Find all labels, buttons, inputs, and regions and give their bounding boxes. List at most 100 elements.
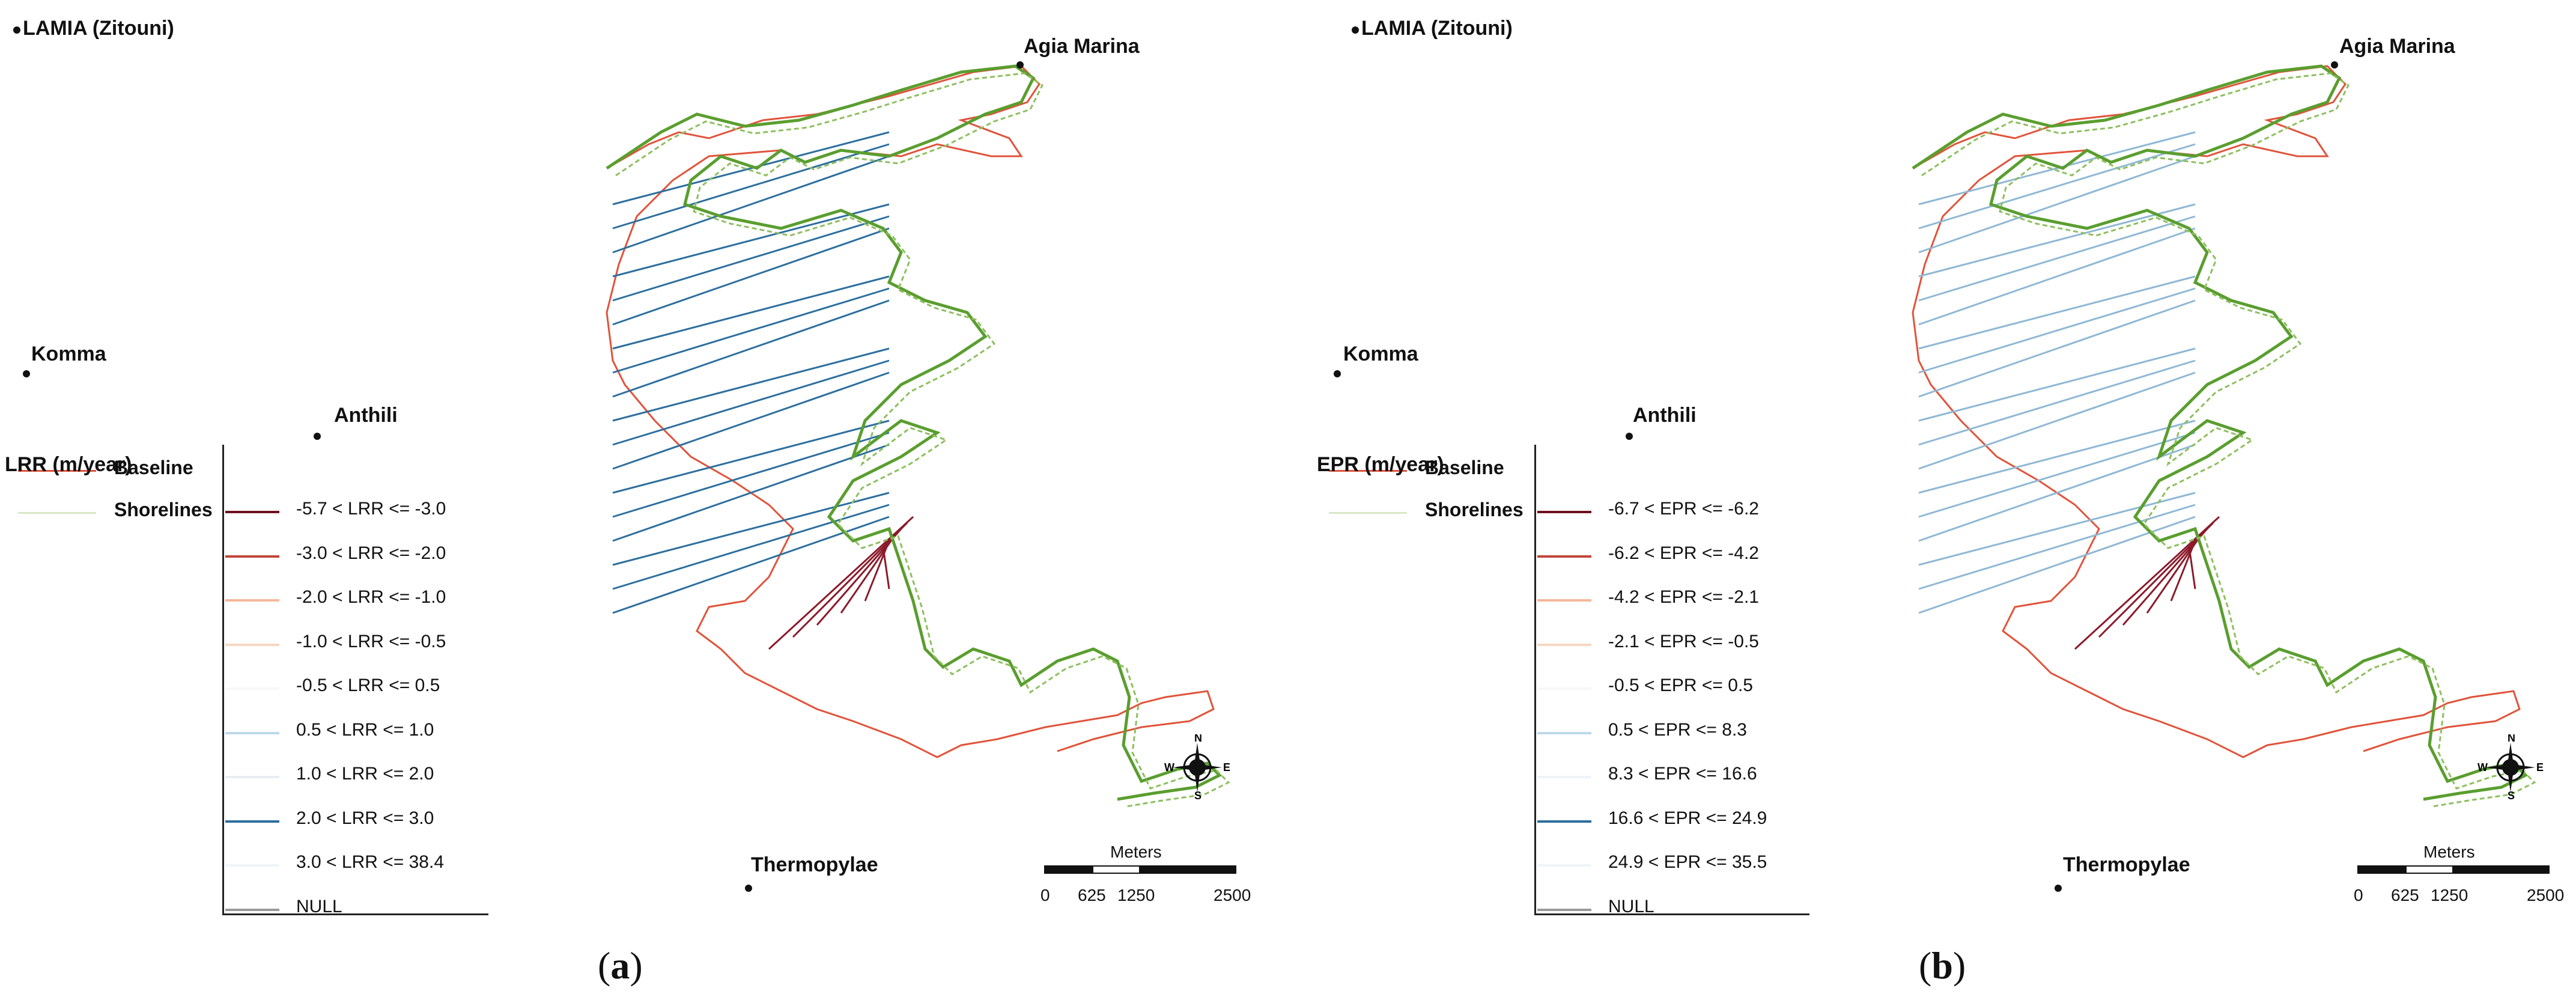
legend-class-label: -0.5 < LRR <= 0.5 bbox=[296, 675, 440, 695]
legend-class-swatch bbox=[225, 864, 279, 867]
place-label-agia-marina: Agia Marina bbox=[2339, 35, 2455, 58]
place-marker-thermopylae bbox=[745, 885, 752, 892]
shoreline-line bbox=[615, 72, 1230, 808]
shoreline-line bbox=[1921, 72, 2536, 808]
transect-line bbox=[1918, 419, 2196, 494]
legend-class-swatch bbox=[1537, 864, 1591, 867]
place-marker-komma bbox=[1334, 370, 1341, 377]
scale-segment-3 bbox=[2453, 865, 2550, 874]
transect-line bbox=[1918, 492, 2196, 566]
shoreline-line bbox=[606, 64, 1223, 801]
transect-line bbox=[612, 516, 890, 614]
compass-e: E bbox=[1223, 761, 1230, 773]
place-label-komma: Komma bbox=[31, 343, 106, 365]
scale-tick-2500: 2500 bbox=[2527, 886, 2565, 904]
transect-line bbox=[612, 431, 890, 518]
transect-line bbox=[1918, 287, 2196, 374]
legend-class-swatch bbox=[225, 555, 279, 558]
transect-line bbox=[1918, 155, 2196, 254]
shorelines-label: Shorelines bbox=[114, 499, 213, 520]
legend-lrr: LRR (m/year) bbox=[5, 445, 488, 915]
legend-class-label: 8.3 < EPR <= 16.6 bbox=[1608, 764, 1757, 784]
scale-segment-3 bbox=[1140, 865, 1236, 874]
baseline-swatch bbox=[18, 470, 96, 472]
compass-n: N bbox=[2508, 734, 2515, 744]
legend-class-label: -6.2 < EPR <= -4.2 bbox=[1608, 543, 1759, 563]
scale-segment-2 bbox=[1092, 865, 1140, 874]
scale-tick-625: 625 bbox=[1078, 886, 1106, 904]
legend-class-label: 24.9 < EPR <= 35.5 bbox=[1608, 852, 1767, 872]
compass-e: E bbox=[2536, 761, 2544, 773]
place-marker-komma bbox=[23, 370, 30, 377]
place-label-thermopylae: Thermopylae bbox=[2063, 853, 2190, 876]
compass-s: S bbox=[1194, 790, 1201, 800]
transect-line bbox=[768, 516, 914, 650]
legend-class-label: -6.7 < EPR <= -6.2 bbox=[1608, 499, 1759, 519]
baseline-swatch bbox=[1329, 470, 1407, 472]
transect-line bbox=[612, 371, 890, 470]
legend-class-label: 1.0 < LRR <= 2.0 bbox=[296, 764, 434, 784]
transect-line bbox=[612, 347, 890, 422]
baseline-label: Baseline bbox=[1425, 457, 1504, 478]
baseline-label: Baseline bbox=[114, 457, 193, 478]
place-marker-anthili bbox=[1626, 433, 1633, 440]
legend-class-label: 0.5 < LRR <= 1.0 bbox=[296, 719, 434, 740]
legend-class-swatch bbox=[1537, 511, 1591, 513]
place-marker-agia-marina bbox=[1016, 61, 1024, 69]
scale-tick-1250: 1250 bbox=[1117, 886, 1155, 904]
transect-line bbox=[612, 504, 890, 590]
legend-class-swatch bbox=[225, 776, 279, 778]
transect-line bbox=[612, 227, 890, 326]
scale-segment-1 bbox=[1044, 865, 1092, 874]
legend-class-label: -2.0 < LRR <= -1.0 bbox=[296, 587, 446, 607]
legend-class-swatch bbox=[225, 599, 279, 602]
place-label-komma: Komma bbox=[1343, 343, 1418, 365]
transect-line bbox=[1918, 431, 2196, 518]
place-label-anthili: Anthili bbox=[1633, 404, 1697, 427]
legend-class-label: NULL bbox=[296, 896, 342, 916]
transect-line bbox=[612, 299, 890, 398]
north-arrow-icon: N S W E bbox=[2477, 734, 2544, 800]
legend-class-swatch bbox=[1537, 731, 1591, 734]
place-label-lamia: LAMIA (Zitouni) bbox=[23, 17, 174, 40]
transect-line bbox=[612, 131, 890, 206]
north-arrow-icon: N S W E bbox=[1164, 734, 1230, 800]
transect-line bbox=[612, 359, 890, 446]
shorelines-swatch bbox=[1329, 512, 1407, 514]
scale-tick-1250: 1250 bbox=[2431, 886, 2468, 904]
legend-class-swatch bbox=[225, 511, 279, 513]
transect-line bbox=[1918, 143, 2196, 230]
map-canvas bbox=[606, 64, 1230, 808]
place-label-lamia: LAMIA (Zitouni) bbox=[1361, 17, 1513, 40]
compass-s: S bbox=[2508, 790, 2515, 800]
transect-line bbox=[1918, 227, 2196, 326]
panel-a: LAMIA (Zitouni) Agia Marina Komma Anthil… bbox=[5, 17, 1251, 987]
compass-n: N bbox=[1194, 734, 1202, 744]
map-canvas bbox=[1912, 64, 2536, 808]
legend-epr: EPR (m/year) bbox=[1317, 445, 1809, 915]
place-marker-lamia bbox=[1352, 26, 1359, 34]
legend-class-swatch bbox=[1537, 599, 1591, 602]
panel-caption-a: (a) bbox=[598, 944, 643, 987]
transect-line bbox=[612, 155, 890, 254]
legend-class-label: 3.0 < LRR <= 38.4 bbox=[296, 852, 445, 872]
legend-class-swatch bbox=[1537, 908, 1591, 911]
transect-line bbox=[1918, 516, 2196, 614]
transect-line bbox=[2074, 516, 2220, 650]
legend-class-label: NULL bbox=[1608, 896, 1654, 916]
legend-class-swatch bbox=[1537, 776, 1591, 778]
transect-line bbox=[612, 275, 890, 350]
place-label-thermopylae: Thermopylae bbox=[751, 853, 878, 876]
legend-class-swatch bbox=[1537, 555, 1591, 558]
legend-title: LRR (m/year) bbox=[5, 453, 132, 476]
baseline-line bbox=[606, 65, 1215, 758]
transect-line bbox=[1918, 444, 2196, 542]
baseline-line bbox=[1912, 65, 2521, 758]
transect-line bbox=[882, 546, 890, 590]
transect-line bbox=[2188, 546, 2196, 590]
shorelines-label: Shorelines bbox=[1425, 499, 1523, 520]
scale-tick-625: 625 bbox=[2391, 886, 2419, 904]
transect-line bbox=[1918, 131, 2196, 206]
legend-class-swatch bbox=[225, 731, 279, 734]
compass-w: W bbox=[1164, 761, 1174, 773]
